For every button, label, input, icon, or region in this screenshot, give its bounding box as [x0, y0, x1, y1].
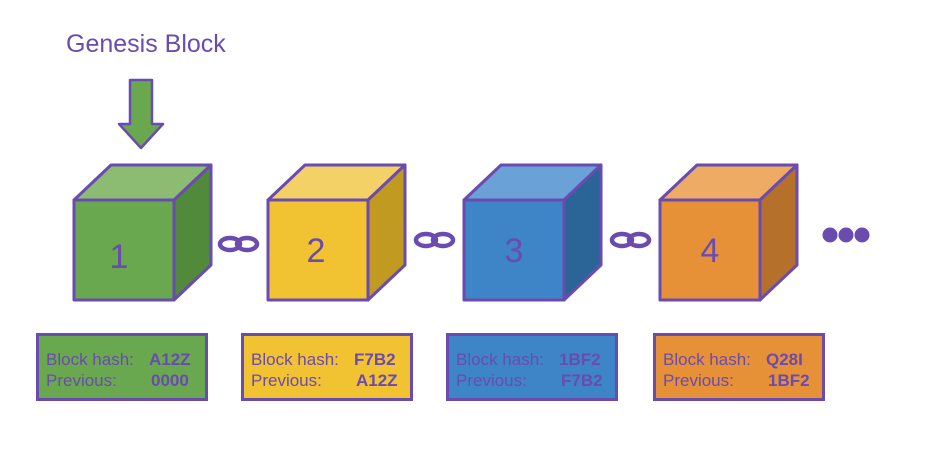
previous-label: Previous: — [456, 371, 527, 390]
previous-hash: 0000 — [151, 371, 189, 390]
chain-link-icon — [413, 231, 456, 249]
block-number: 2 — [307, 232, 326, 270]
block-info-card-1: Block hash: A12Z Previous: 0000 — [36, 333, 208, 401]
block-cube-3: 3 — [462, 163, 603, 302]
block-number: 4 — [701, 232, 720, 270]
previous-label: Previous: — [46, 371, 117, 390]
block-number: 1 — [110, 238, 129, 276]
hash-label: Block hash: — [456, 350, 544, 369]
block-hash: 1BF2 — [559, 350, 601, 369]
previous-hash: A12Z — [356, 371, 398, 390]
cube-front-face — [72, 198, 176, 302]
chain-link-icon — [217, 235, 260, 253]
previous-label: Previous: — [663, 371, 734, 390]
block-info-card-4: Block hash: Q28I Previous: 1BF2 — [653, 333, 825, 401]
chain-link-icon — [609, 231, 652, 249]
cube-front-face — [658, 198, 762, 302]
ellipsis-icon — [822, 227, 870, 243]
genesis-block-label: Genesis Block — [66, 30, 226, 58]
previous-label: Previous: — [251, 371, 322, 390]
block-number: 3 — [505, 232, 524, 270]
block-hash: A12Z — [149, 350, 191, 369]
cube-front-face — [266, 198, 370, 302]
block-hash: Q28I — [766, 350, 803, 369]
block-hash: F7B2 — [354, 350, 396, 369]
block-info-card-2: Block hash: F7B2 Previous: A12Z — [241, 333, 413, 401]
block-cube-4: 4 — [658, 163, 799, 302]
block-cube-1: 1 — [72, 163, 213, 302]
hash-label: Block hash: — [663, 350, 751, 369]
hash-label: Block hash: — [251, 350, 339, 369]
previous-hash: 1BF2 — [768, 371, 810, 390]
hash-label: Block hash: — [46, 350, 134, 369]
previous-hash: F7B2 — [561, 371, 603, 390]
cube-front-face — [462, 198, 566, 302]
down-arrow-icon — [117, 78, 165, 150]
block-cube-2: 2 — [266, 163, 407, 302]
block-info-card-3: Block hash: 1BF2 Previous: F7B2 — [446, 333, 618, 401]
